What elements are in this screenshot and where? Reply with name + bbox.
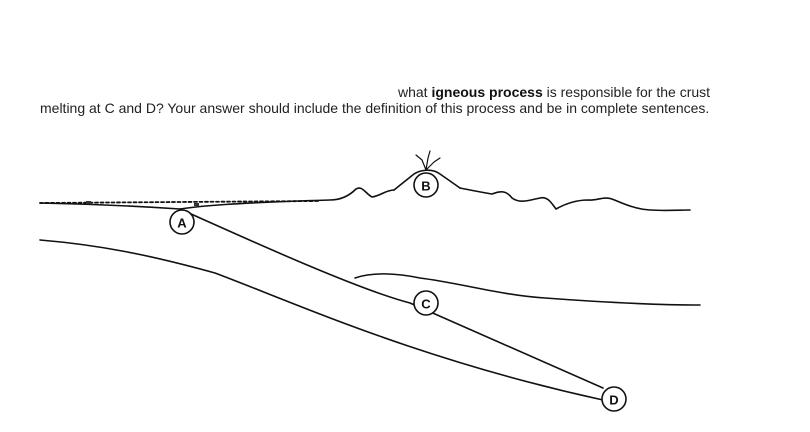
question-line-1: what igneous process is responsible for … xyxy=(398,84,710,100)
marker-b-label: B xyxy=(421,179,430,194)
marker-a-circle xyxy=(169,209,195,235)
marker-a-label: A xyxy=(177,216,187,231)
continental-surface xyxy=(459,187,691,212)
lithosphere-base xyxy=(354,273,701,306)
question-line-1-start: what xyxy=(398,84,432,100)
marker-c-circle xyxy=(413,290,439,316)
slab-upper-surface xyxy=(179,208,604,389)
slab-lower-surface xyxy=(39,239,604,401)
oceanic-plate-top xyxy=(39,187,395,210)
question-keyword: igneous process xyxy=(431,84,543,100)
question-line-1-end: is responsible for the crust xyxy=(542,84,711,100)
marker-b-circle xyxy=(413,172,439,198)
plate-mark-left xyxy=(86,201,91,204)
marker-d-label: D xyxy=(609,393,618,408)
plate-mark-right xyxy=(194,203,199,206)
marker-d-circle xyxy=(601,386,627,412)
marker-c-label: C xyxy=(421,297,431,312)
question-line-2: melting at C and D? Your answer should i… xyxy=(40,100,710,116)
volcano-eruption xyxy=(415,150,441,171)
